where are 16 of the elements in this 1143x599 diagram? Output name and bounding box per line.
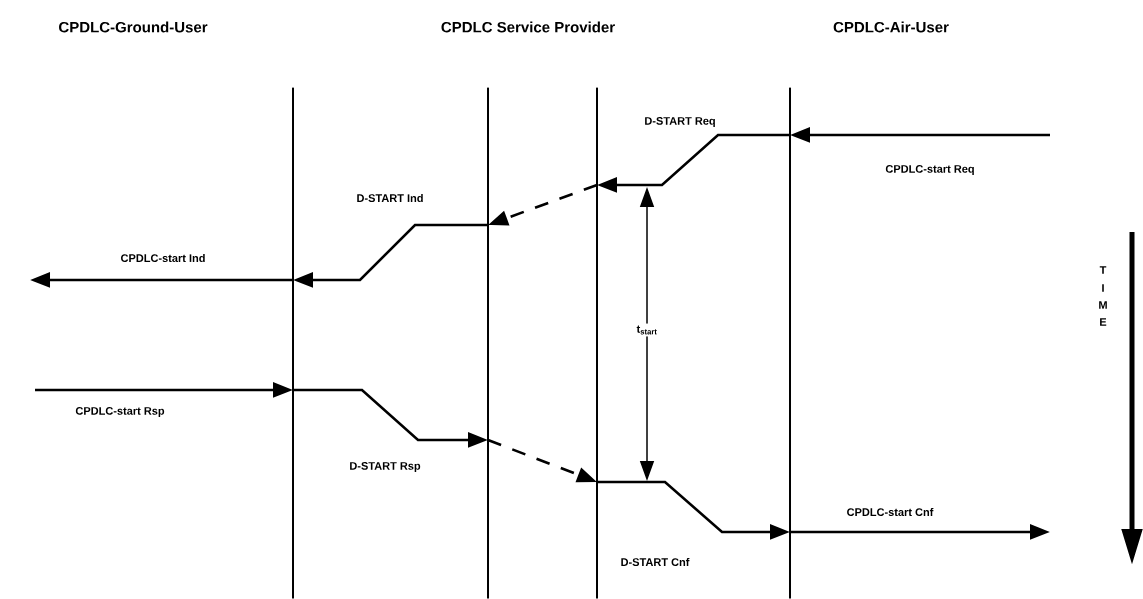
axis-letter: M bbox=[1099, 301, 1107, 309]
dimension-label: t$_{start}$ bbox=[634, 323, 660, 337]
column-heading: CPDLC-Ground-User bbox=[59, 21, 208, 33]
axis-letter: E bbox=[1100, 318, 1107, 326]
edge-label: D-START Req bbox=[643, 116, 717, 128]
edge-label: D-START Rsp bbox=[348, 461, 422, 473]
edge-label: CPDLC-start Cnf bbox=[845, 506, 935, 518]
axis-letter: I bbox=[1102, 284, 1104, 292]
column-heading: CPDLC-Air-User bbox=[833, 21, 949, 33]
edge-label: D-START Ind bbox=[355, 192, 425, 204]
axis-letter: T bbox=[1099, 266, 1107, 274]
edge-label: CPDLC-start Ind bbox=[119, 252, 207, 264]
edge-label: D-START Cnf bbox=[619, 556, 691, 568]
edge-label: CPDLC-start Req bbox=[884, 164, 976, 176]
edge-label: CPDLC-start Rsp bbox=[74, 406, 166, 418]
column-heading: CPDLC Service Provider bbox=[441, 21, 615, 33]
